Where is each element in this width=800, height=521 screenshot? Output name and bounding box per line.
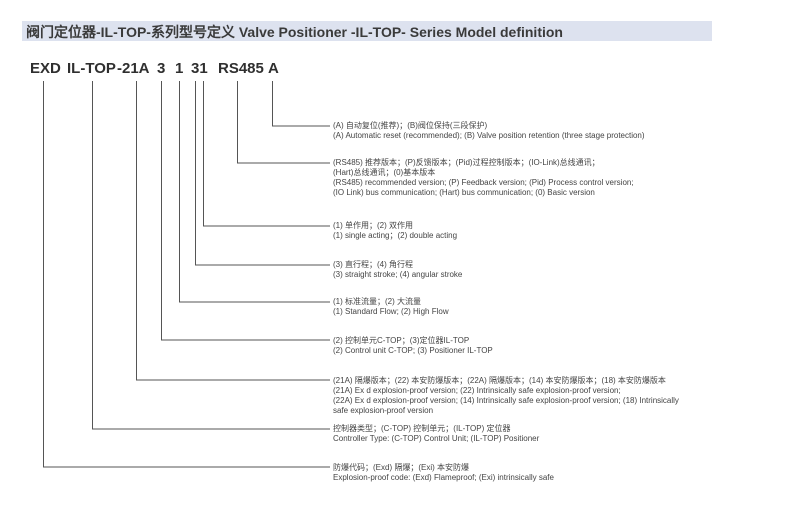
code-segment-3: 3 xyxy=(157,60,166,77)
leader-line-21a xyxy=(136,81,330,381)
desc-reset-mode: (A) 自动复位(推荐)；(B)阀位保持(三段保护) (A) Automatic… xyxy=(333,121,645,140)
code-segment-rs485: RS485 xyxy=(218,60,264,77)
leader-line-1 xyxy=(179,81,330,303)
desc-communication: (RS485) 推荐版本；(P)反馈版本；(Pid)过程控制版本；(IO-Lin… xyxy=(333,158,634,197)
leader-line-exd xyxy=(43,81,330,468)
code-segment-a: A xyxy=(268,60,279,77)
leader-line-il-top xyxy=(92,81,330,430)
leader-line-a xyxy=(272,81,330,127)
title-bar: 阀门定位器-IL-TOP-系列型号定义 Valve Positioner -IL… xyxy=(22,21,712,41)
code-segment-1: 1 xyxy=(175,60,184,77)
leader-line-31 xyxy=(203,81,330,227)
desc-acting: (1) 单作用；(2) 双作用 (1) single acting；(2) do… xyxy=(333,221,458,240)
desc-explosion-version: (21A) 隔爆版本；(22) 本安防爆版本；(22A) 隔爆版本；(14) 本… xyxy=(333,376,679,415)
code-segment-il-top: IL-TOP xyxy=(67,60,116,77)
desc-flow: (1) 标准流量；(2) 大流量 (1) Standard Flow; (2) … xyxy=(333,297,449,316)
desc-explosion-code: 防爆代码；(Exd) 隔爆；(Exi) 本安防爆 Explosion-proof… xyxy=(333,463,554,482)
desc-stroke: (3) 直行程；(4) 角行程 (3) straight stroke; (4)… xyxy=(333,260,463,279)
desc-unit-type: (2) 控制单元C-TOP；(3)定位器IL-TOP (2) Control u… xyxy=(333,336,493,355)
code-segment-31: 31 xyxy=(191,60,208,77)
desc-controller-type: 控制器类型；(C-TOP) 控制单元；(IL-TOP) 定位器 Controll… xyxy=(333,424,540,443)
leader-line-31b xyxy=(195,81,330,266)
leader-line-rs485 xyxy=(237,81,330,164)
code-segment-exd: EXD xyxy=(30,60,61,77)
page-title: 阀门定位器-IL-TOP-系列型号定义 Valve Positioner -IL… xyxy=(26,24,563,40)
leader-line-3 xyxy=(161,81,330,341)
code-segment-21a: -21A xyxy=(117,60,150,77)
